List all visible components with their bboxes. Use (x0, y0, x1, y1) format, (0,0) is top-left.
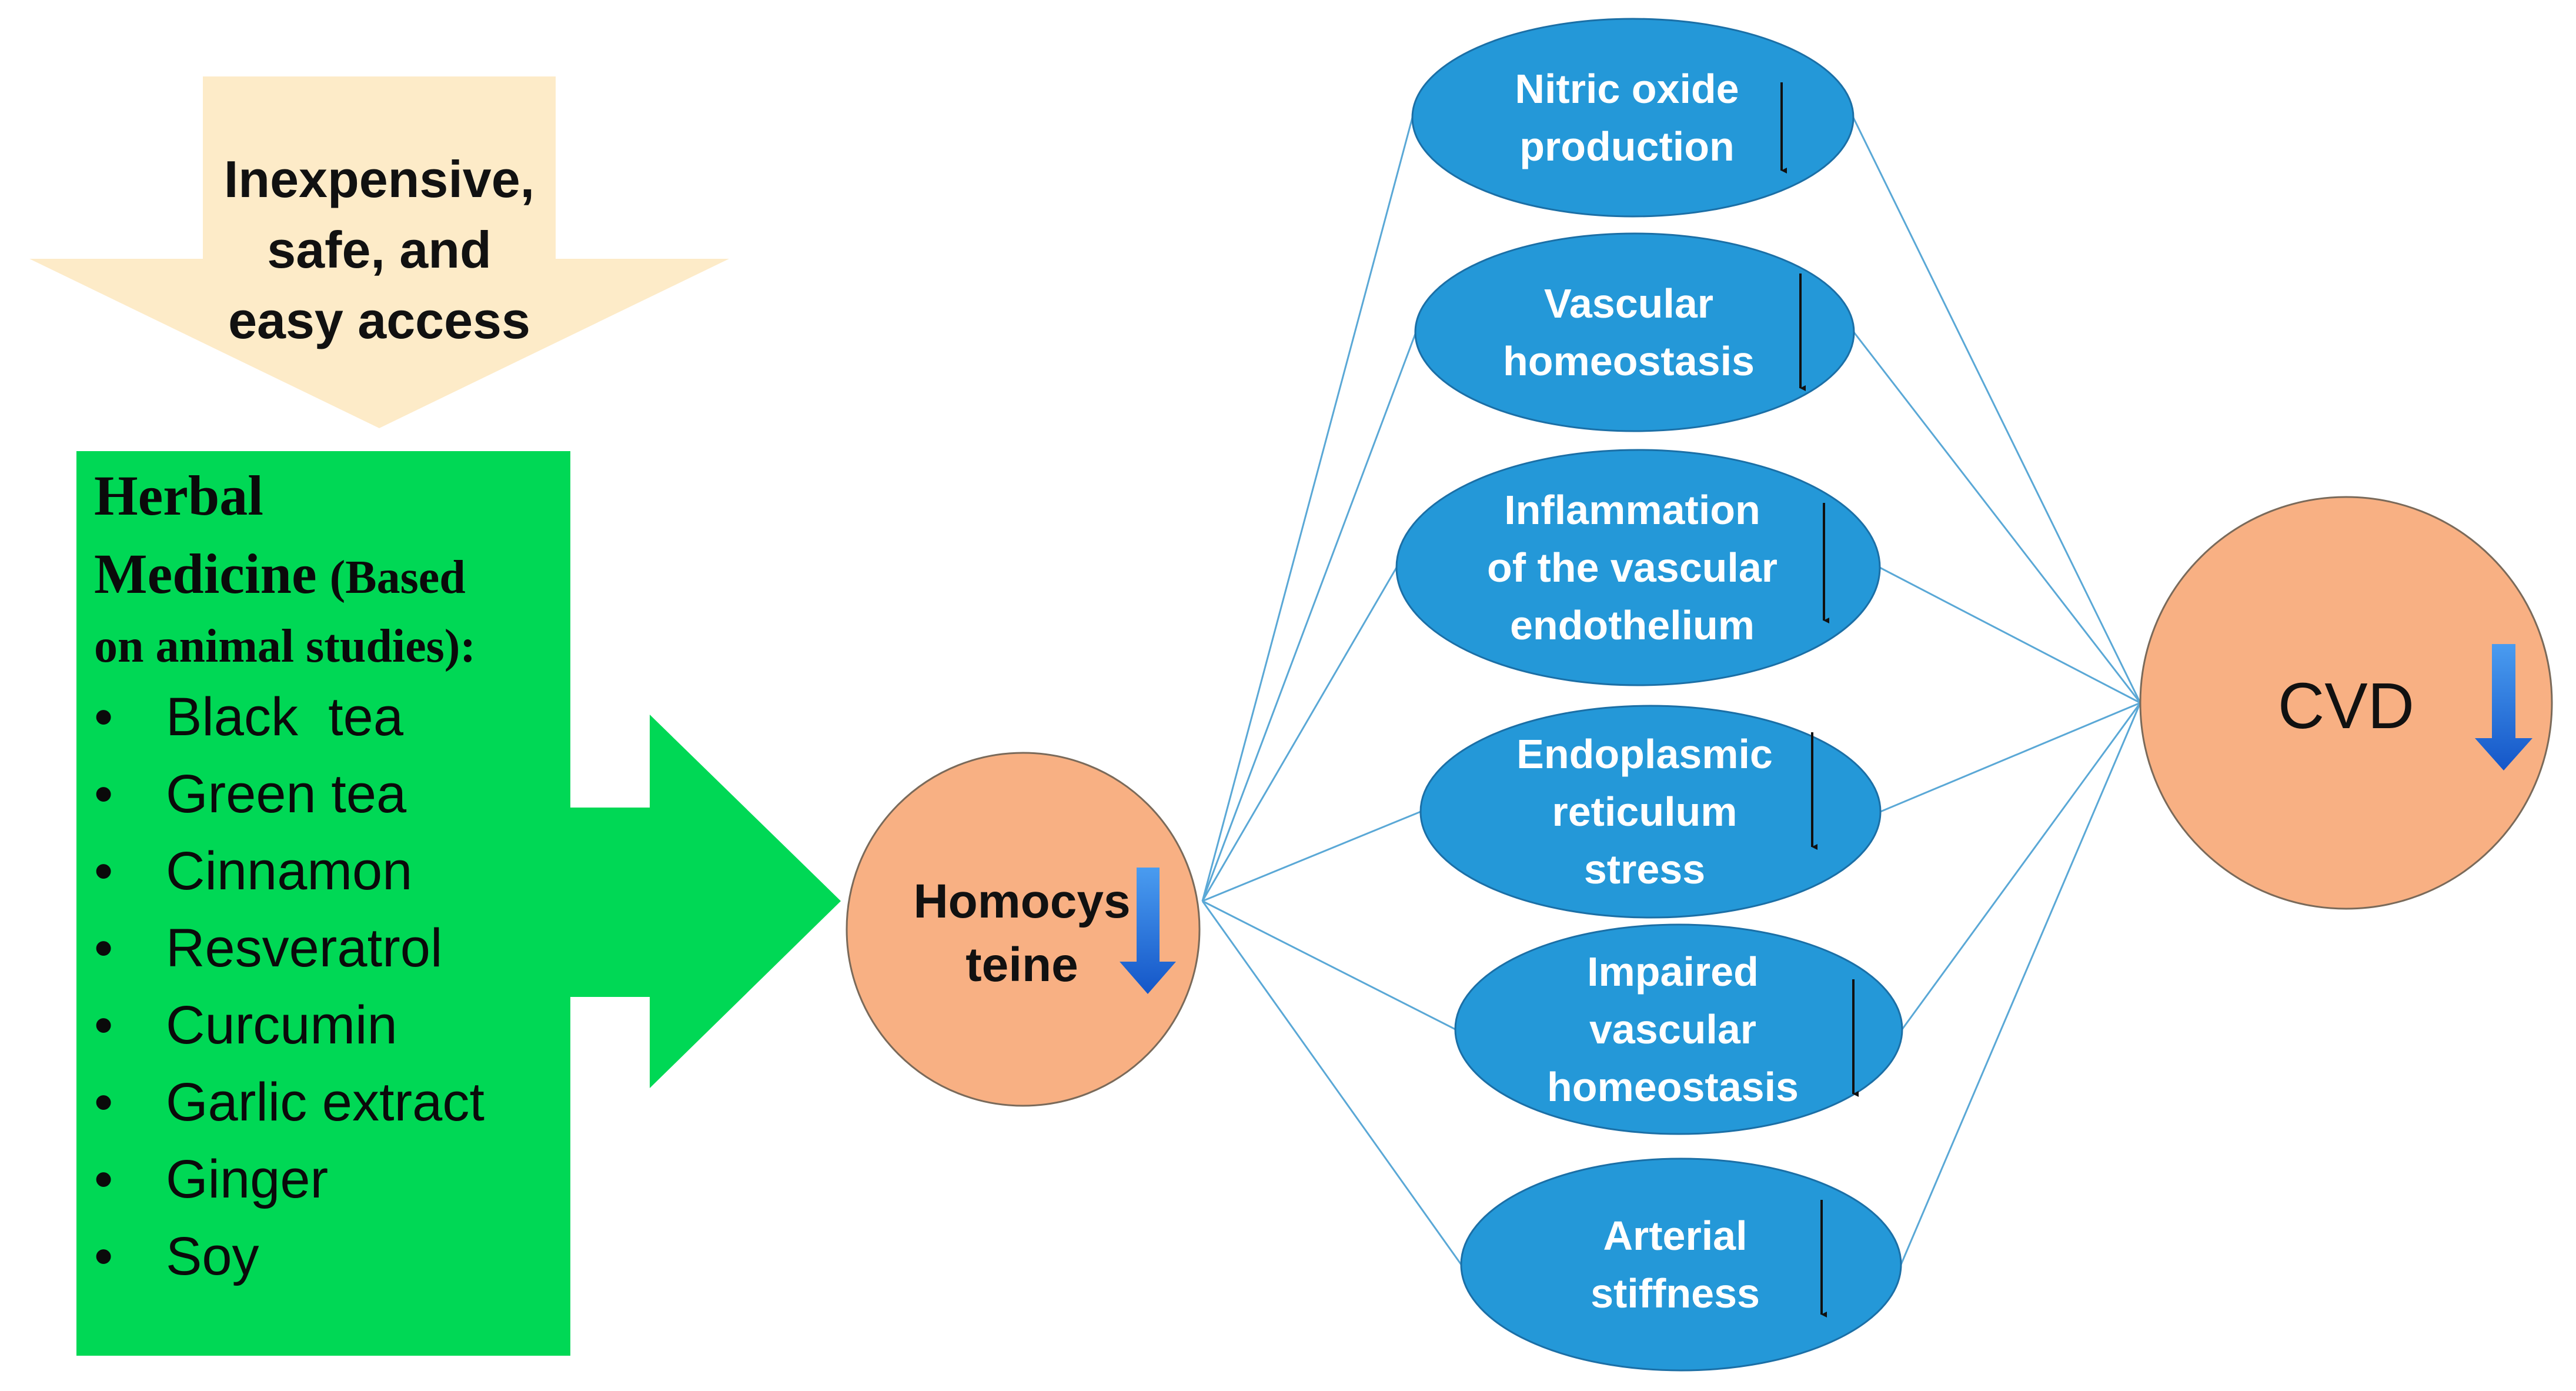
homocysteine-circle (846, 752, 1201, 1107)
connector-homocysteine-nitric-oxide (1201, 117, 1414, 902)
effect-oval (1454, 923, 1903, 1135)
effect-node: Inflammation of the vascular endothelium (1395, 449, 1881, 686)
connector-nitric-oxide-cvd (1852, 117, 2141, 703)
cvd-down-arrow-icon (2475, 644, 2532, 770)
herbal-list-item: Ginger (166, 1149, 328, 1209)
herbal-title-suffix: (Based (330, 552, 466, 603)
effect-label-line: Endoplasmic (1516, 731, 1773, 777)
connector-homocysteine-arterial-stiffness (1201, 900, 1462, 1265)
herbal-list-item: Soy (166, 1226, 259, 1286)
access-arrow-shape (29, 76, 729, 428)
homocysteine-node: Homocys teine (846, 752, 1201, 1107)
cvd-label: CVD (2278, 670, 2414, 742)
herbal-list-bullet: • (94, 918, 113, 978)
effect-oval (1460, 1158, 1902, 1372)
herbal-title-line2-row: Medicine (Based (94, 542, 466, 605)
access-arrow-line3: easy access (228, 291, 530, 349)
connector-arterial-stiffness-cvd (1900, 702, 2141, 1265)
herbal-medicine-block: Herbal Medicine (Based on animal studies)… (76, 451, 841, 1356)
effect-label-line: Impaired (1587, 949, 1759, 995)
connector-homocysteine-inflammation (1201, 567, 1398, 902)
effect-node: Endoplasmic reticulum stress (1419, 705, 1882, 919)
herbal-list-item: Resveratrol (166, 918, 442, 978)
effect-label-line: Inflammation (1504, 487, 1760, 533)
effect-label-line: endothelium (1510, 602, 1755, 648)
effect-node: Nitric oxide production (1411, 18, 1855, 218)
effect-oval (1414, 232, 1855, 432)
connector-inflammation-cvd (1879, 566, 2141, 704)
effect-label-line: production (1519, 124, 1734, 169)
connector-vascular-homeostasis-cvd (1853, 332, 2141, 703)
access-arrow: Inexpensive, safe, and easy access (29, 76, 729, 428)
effect-label-line: stress (1584, 846, 1705, 892)
herbal-list-bullet: • (94, 1072, 113, 1132)
effect-label-line: Nitric oxide (1515, 66, 1739, 112)
effect-label-line: Vascular (1544, 281, 1713, 326)
access-arrow-line1: Inexpensive, (224, 150, 534, 208)
connector-homocysteine-vascular-homeostasis (1201, 332, 1417, 902)
effect-oval (1395, 449, 1881, 686)
herbal-list-item: Curcumin (166, 995, 397, 1055)
herbal-list-item: Cinnamon (166, 841, 412, 901)
effect-label-line: stiffness (1591, 1270, 1760, 1316)
effect-label-line: homeostasis (1503, 338, 1755, 384)
homocysteine-label-line2: teine (965, 938, 1078, 992)
effect-label-line: reticulum (1552, 789, 1737, 835)
connector-impaired-vascular-cvd (1901, 702, 2141, 1030)
connector-er-stress-cvd (1880, 702, 2141, 813)
herbal-list-item: Black tea (166, 687, 404, 747)
connector-lines (1201, 117, 2141, 1265)
herbal-list-bullet: • (94, 995, 113, 1055)
herbal-title-line2: Medicine (94, 542, 317, 605)
effect-node: Arterial stiffness (1460, 1158, 1902, 1372)
herbal-list-bullet: • (94, 1226, 113, 1286)
herbal-list-bullet: • (94, 1149, 113, 1209)
effect-label-line: of the vascular (1487, 545, 1778, 591)
herbal-list-item: Garlic extract (166, 1072, 485, 1132)
herbal-list-bullet: • (94, 841, 113, 901)
effect-oval (1419, 705, 1882, 919)
homocysteine-label-line1: Homocys (913, 875, 1130, 928)
connector-homocysteine-impaired-vascular (1202, 900, 1456, 1030)
herbal-arrow-shape (76, 451, 841, 1356)
effect-label-line: vascular (1589, 1006, 1756, 1052)
herbal-title-line3: on animal studies): (94, 621, 476, 672)
homocysteine-down-arrow-icon (1120, 868, 1176, 994)
effect-label-line: homeostasis (1547, 1064, 1799, 1110)
effect-node: Vascular homeostasis (1414, 232, 1855, 432)
cvd-node: CVD (2139, 496, 2553, 910)
effect-node: Impaired vascular homeostasis (1454, 923, 1903, 1135)
herbal-list-item: Green tea (166, 764, 407, 824)
access-arrow-line2: safe, and (267, 221, 491, 279)
effect-oval (1411, 18, 1855, 218)
effect-label-line: Arterial (1603, 1213, 1747, 1259)
herbal-title-line1: Herbal (94, 464, 263, 527)
cvd-circle (2139, 496, 2553, 910)
herbal-list-bullet: • (94, 687, 113, 747)
herbal-list: • Black tea • Green tea • Cinnamon • Resveratro… (94, 687, 485, 1286)
connector-homocysteine-er-stress (1202, 810, 1421, 902)
herbal-list-bullet: • (94, 764, 113, 824)
